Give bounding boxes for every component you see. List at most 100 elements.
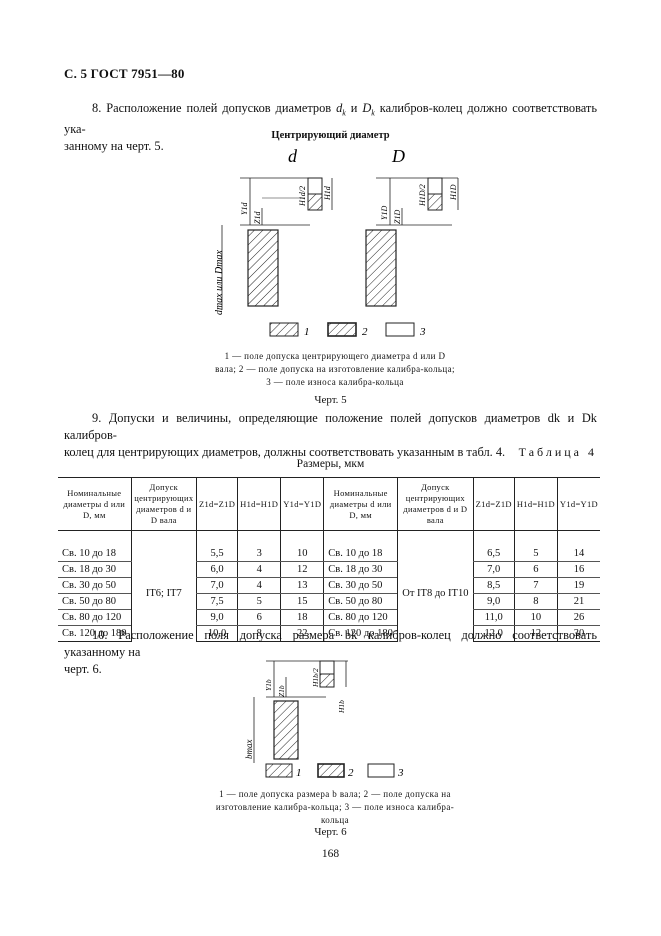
table-row: Св. 50 до 80 7,5 5 15 Св. 50 до 80 9,0 8… bbox=[58, 593, 600, 610]
figure5-legend-label-2: 2 bbox=[362, 326, 368, 338]
figure5-legend-swatch-1 bbox=[269, 322, 299, 337]
figure5-caption: 1 — поле допуска центрирующего диаметра … bbox=[180, 350, 490, 389]
cell-z-2: 6,5 bbox=[472, 546, 515, 562]
figure5-legend-swatch-3 bbox=[385, 322, 415, 337]
figure6-legend-label-2: 2 bbox=[348, 767, 354, 779]
figure6-h-label: H1b bbox=[337, 700, 346, 714]
cell-h: 3 bbox=[237, 546, 281, 562]
cell-tolerance-right: От IT8 до IT10 bbox=[397, 546, 474, 642]
cell-range-2: Св. 10 до 18 bbox=[323, 546, 398, 562]
figure6-caption-line1: 1 — поле допуска размера b вала; 2 — пол… bbox=[219, 789, 451, 799]
cell-h: 4 bbox=[237, 561, 281, 578]
figure5-caption-line3: 3 — поле износа калибра-кольца bbox=[266, 377, 404, 387]
figure5-right-z-label: Z1D bbox=[393, 210, 402, 224]
figure6-caption-line2: изготовление калибра-кольца; 3 — поле из… bbox=[215, 802, 455, 812]
cell-y-2: 19 bbox=[556, 577, 600, 594]
cell-y-2: 30 bbox=[556, 625, 600, 642]
figure5-label: Черт. 5 bbox=[314, 394, 347, 406]
cell-range-2: Св. 30 до 50 bbox=[323, 577, 398, 594]
figure5-left-wear-box bbox=[307, 177, 323, 195]
para9-number: 9. bbox=[92, 411, 102, 425]
cell-h: 5 bbox=[237, 593, 281, 610]
figure6-legend-swatch-1 bbox=[265, 763, 293, 778]
para10-number: 10. bbox=[92, 628, 108, 642]
figure5-caption-line2: вала; 2 — поле допуска на изготовление к… bbox=[215, 364, 455, 374]
para10-line1: Расположение поля допуска размера bk кал… bbox=[64, 628, 597, 659]
figure5-right-h2-label: H1D/2 bbox=[418, 184, 427, 207]
table-row: Св. 30 до 50 7,0 4 13 Св. 30 до 50 8,5 7… bbox=[58, 577, 600, 594]
cell-z: 7,5 bbox=[195, 593, 238, 610]
table-row: Св. 120 до 180 10,0 8 22 Св. 120 до 180 … bbox=[58, 625, 600, 642]
cell-z: 10,0 bbox=[195, 625, 238, 642]
para8-line2: занному на черт. 5. bbox=[64, 139, 164, 154]
table-row: Св. 80 до 120 9,0 6 18 Св. 80 до 120 11,… bbox=[58, 609, 600, 626]
para8-and: и bbox=[345, 101, 363, 115]
figure5-axis-label: dmax или Dmax bbox=[214, 250, 225, 315]
cell-y-2: 21 bbox=[556, 593, 600, 610]
figure5-left-z-label: Z1d bbox=[253, 211, 262, 224]
cell-y-2: 14 bbox=[556, 546, 600, 562]
para8-number: 8. bbox=[92, 101, 102, 115]
cell-range: Св. 30 до 50 bbox=[58, 577, 132, 594]
figure6-caption-line3: кольца bbox=[320, 815, 350, 825]
figure6-legend-label-1: 1 bbox=[296, 767, 302, 779]
paragraph-8: 8. Расположение полей допусков диаметров… bbox=[64, 100, 597, 155]
figure5-left-shaft-field bbox=[247, 229, 279, 307]
cell-y-2: 16 bbox=[556, 561, 600, 578]
figure5-right-wear-box bbox=[427, 177, 443, 195]
col-header-z-2: Z1d=Z1D bbox=[472, 477, 515, 531]
figure5-right-y-label: Y1D bbox=[380, 206, 389, 220]
para8-text: Расположение полей допусков диаметров bbox=[106, 101, 337, 115]
cell-h-2: 12 bbox=[513, 625, 558, 642]
figure6-shaft-field bbox=[273, 700, 299, 760]
para8-d-sub: k bbox=[342, 108, 346, 118]
figure6-h2-label: H1b/2 bbox=[311, 668, 320, 688]
cell-y: 12 bbox=[280, 561, 324, 578]
cell-h: 8 bbox=[237, 625, 281, 642]
cell-h-2: 8 bbox=[513, 593, 558, 610]
figure5-right-h-label: H1D bbox=[449, 184, 458, 201]
para9-line1: Допуски и величины, определяющие положен… bbox=[64, 411, 597, 442]
col-header-diameter-2: Номинальные диаметры d или D, мм bbox=[323, 477, 398, 531]
figure5-left-gauge-box bbox=[307, 193, 323, 211]
figure6-wear-box bbox=[319, 660, 335, 675]
col-header-y-2: Y1d=Y1D bbox=[556, 477, 600, 531]
table4-header-row: Номинальные диаметры d или D, мм Допуск … bbox=[58, 477, 600, 531]
figure6-legend: 1 2 3 bbox=[265, 763, 404, 779]
cell-h-2: 5 bbox=[513, 546, 558, 562]
cell-range-2: Св. 18 до 30 bbox=[323, 561, 398, 578]
cell-z-2: 12,0 bbox=[472, 625, 515, 642]
cell-range: Св. 120 до 180 bbox=[58, 625, 132, 642]
col-header-diameter: Номинальные диаметры d или D, мм bbox=[58, 477, 132, 531]
figure5-left-h2-label: H1d/2 bbox=[298, 186, 307, 207]
cell-z: 5,5 bbox=[195, 546, 238, 562]
cell-range-2: Св. 50 до 80 bbox=[323, 593, 398, 610]
figure5-legend-label-3: 3 bbox=[419, 326, 426, 338]
para9-line2: колец для центрирующих диаметров, должны… bbox=[64, 445, 506, 459]
cell-range-2: Св. 120 до 180 bbox=[323, 625, 398, 642]
cell-z-2: 9,0 bbox=[472, 593, 515, 610]
cell-h-2: 7 bbox=[513, 577, 558, 594]
para8-d: d bbox=[336, 101, 343, 115]
figure6-label: Черт. 6 bbox=[314, 826, 347, 838]
cell-z-2: 7,0 bbox=[472, 561, 515, 578]
col-header-y: Y1d=Y1D bbox=[280, 477, 324, 531]
cell-range: Св. 18 до 30 bbox=[58, 561, 132, 578]
figure6-legend-swatch-3 bbox=[367, 763, 395, 778]
col-header-z: Z1d=Z1D bbox=[195, 477, 238, 531]
cell-h-2: 6 bbox=[513, 561, 558, 578]
col-header-h-2: H1d=H1D bbox=[513, 477, 558, 531]
cell-z-2: 11,0 bbox=[472, 609, 515, 626]
figure5-right-shaft-field bbox=[365, 229, 397, 307]
cell-y: 22 bbox=[280, 625, 324, 642]
cell-y: 13 bbox=[280, 577, 324, 594]
col-header-tolerance-2: Допуск центрирующих диаметров d и D вала bbox=[397, 477, 474, 531]
cell-h: 6 bbox=[237, 609, 281, 626]
figure5-legend-label-1: 1 bbox=[304, 326, 310, 338]
cell-h-2: 10 bbox=[513, 609, 558, 626]
figure5-left-h-label: H1d bbox=[323, 185, 332, 201]
cell-range-2: Св. 80 до 120 bbox=[323, 609, 398, 626]
col-header-h: H1d=H1D bbox=[237, 477, 281, 531]
para8-D-sub: k bbox=[371, 108, 375, 118]
